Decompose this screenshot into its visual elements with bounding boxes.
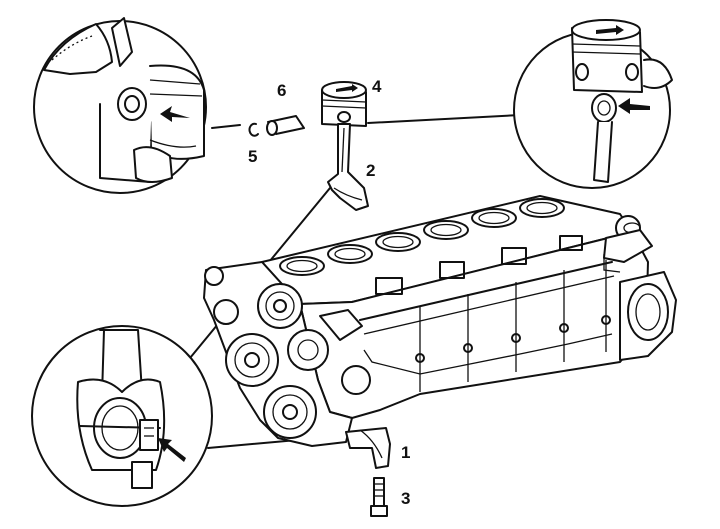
detail-circle-piston: [513, 19, 673, 189]
callout-labels: 1 2 3 4 5 6: [248, 77, 410, 508]
detail-circle-rod-cap: [31, 325, 213, 507]
callout-3: 3: [401, 489, 410, 508]
callout-6: 6: [277, 81, 286, 100]
gudgeon-pin: [266, 115, 305, 136]
callout-5: 5: [248, 147, 257, 166]
detail-circle-circlip: [33, 17, 207, 194]
block-ribs: [359, 235, 615, 392]
front-pulleys: [204, 266, 371, 439]
cylinder-bores: [279, 198, 565, 276]
arrow-icon: [160, 106, 190, 122]
rod-bolt: [370, 477, 388, 517]
engine-block: [203, 195, 677, 447]
callout-4: 4: [372, 77, 382, 96]
rear-flange: [603, 215, 677, 361]
callout-1: 1: [401, 443, 410, 462]
arrow-icon: [618, 98, 650, 114]
connecting-rod-assembly: [321, 81, 369, 211]
arrow-icon: [158, 438, 186, 462]
piston: [321, 81, 367, 127]
circlip: [248, 122, 259, 137]
callout-2: 2: [366, 161, 375, 180]
rod-cap: [345, 427, 391, 469]
